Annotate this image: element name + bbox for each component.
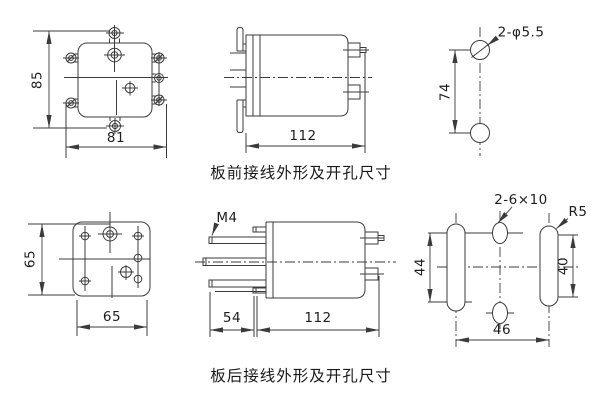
dim-85-label: 85 (30, 71, 46, 89)
radius-callout-label: R5 (569, 204, 588, 220)
drill-hole (470, 123, 490, 143)
slot-callout-label: 2-6×10 (494, 192, 548, 208)
dim-40-label: 40 (556, 257, 572, 275)
hole-callout: 2-φ5.5 (471, 25, 545, 58)
terminal-stud (208, 236, 267, 244)
rear-connection-side-view: M4 54 112 (195, 210, 396, 337)
dim-65-width-label: 65 (103, 309, 121, 325)
front-connection-side-view: 112 (224, 27, 372, 153)
dim-65-height-label: 65 (23, 250, 39, 268)
thread-callout: M4 (211, 210, 237, 236)
rear-connection-drill-pattern: 44 40 46 2-6×10 R5 (413, 192, 588, 347)
dim-54: 54 (209, 292, 255, 337)
mounting-slot (539, 225, 559, 307)
thread-callout-label: M4 (216, 210, 237, 226)
front-connection-drill-pattern: 74 2-φ5.5 (438, 25, 545, 156)
dim-65-height: 65 (23, 223, 110, 296)
dim-81-label: 81 (107, 130, 125, 146)
rear-connection-section: 65 65 M4 (23, 192, 588, 385)
front-connection-caption: 板前接线外形及开孔尺寸 (210, 164, 392, 182)
dim-44: 44 (413, 233, 433, 302)
mounting-flange (245, 34, 254, 117)
front-connection-section: 85 81 (30, 25, 545, 183)
rear-connection-caption: 板后接线外形及开孔尺寸 (210, 367, 392, 385)
dim-44-label: 44 (413, 258, 429, 276)
dim-46: 46 (456, 322, 549, 343)
dim-54-label: 54 (223, 310, 241, 326)
dim-112-label: 112 (289, 128, 316, 144)
radius-callout: R5 (556, 204, 588, 229)
dim-112-front: 112 (245, 53, 366, 153)
slot-callout: 2-6×10 (494, 192, 548, 224)
base-step (252, 226, 267, 233)
dim-81: 81 (65, 104, 167, 158)
mounting-hook (236, 100, 244, 133)
dim-112-rear-label: 112 (304, 310, 331, 326)
relay-case (252, 34, 349, 117)
oblong-hole (492, 222, 508, 244)
dim-85: 85 (30, 30, 110, 129)
mounting-hook (236, 27, 244, 51)
terminal-stud (208, 279, 267, 288)
dim-46-label: 46 (493, 322, 511, 338)
relay-case (272, 221, 366, 299)
oblong-hole (492, 302, 508, 324)
rear-connection-front-view: 65 65 (23, 212, 151, 336)
dim-65-width: 65 (76, 300, 148, 336)
dim-112-rear: 112 (256, 276, 380, 337)
mounting-slot (446, 223, 466, 312)
front-connection-front-view: 85 81 (30, 25, 168, 158)
dim-40: 40 (556, 235, 576, 297)
base-step (252, 287, 267, 294)
hole-callout-label: 2-φ5.5 (498, 25, 545, 41)
dim-74-label: 74 (438, 83, 454, 101)
dim-74: 74 (438, 50, 458, 133)
